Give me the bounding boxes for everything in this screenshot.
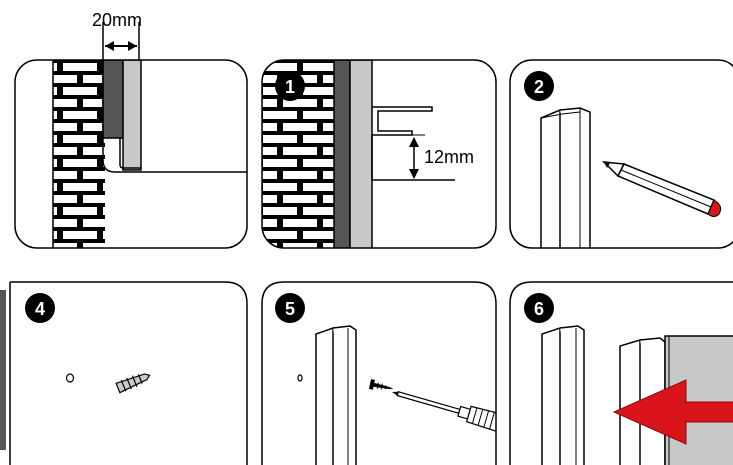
panel-step-2: 2 xyxy=(509,59,733,249)
dimension-label-12mm: 12mm xyxy=(424,147,474,167)
wall-edge xyxy=(0,290,6,450)
step-number: 2 xyxy=(534,77,544,97)
wall-profile-icon xyxy=(102,60,124,139)
screw-icon xyxy=(368,379,394,390)
panel-wall-section xyxy=(14,59,248,249)
wall-profile-icon xyxy=(540,108,561,248)
step-number: 5 xyxy=(285,299,295,319)
arrow-right-icon xyxy=(612,379,733,445)
panel-step-4: 4 xyxy=(0,281,248,465)
step-number: 6 xyxy=(534,299,544,319)
panel-step-1: 12mm 1 xyxy=(261,59,497,249)
panel-step-6: 6 xyxy=(509,281,733,465)
wall-profile-icon xyxy=(372,106,433,136)
step-badge xyxy=(25,293,55,323)
drill-hole xyxy=(297,374,303,382)
wall-plug-icon xyxy=(115,373,151,394)
wall-profile-icon xyxy=(315,326,334,465)
pencil-icon xyxy=(601,161,722,217)
step-badge xyxy=(275,293,305,323)
top-dimension: 20mm xyxy=(92,10,142,60)
step-badge xyxy=(524,293,554,323)
step-badge xyxy=(524,71,554,101)
step-number: 4 xyxy=(35,299,45,319)
drill-hole xyxy=(65,373,75,383)
panel-step-5: 5 xyxy=(261,281,497,465)
screwdriver-icon xyxy=(392,390,496,432)
step-number: 1 xyxy=(285,77,295,97)
dimension-label-20mm: 20mm xyxy=(92,10,142,30)
step-badge xyxy=(275,71,305,101)
wall-profile-icon xyxy=(541,326,561,465)
